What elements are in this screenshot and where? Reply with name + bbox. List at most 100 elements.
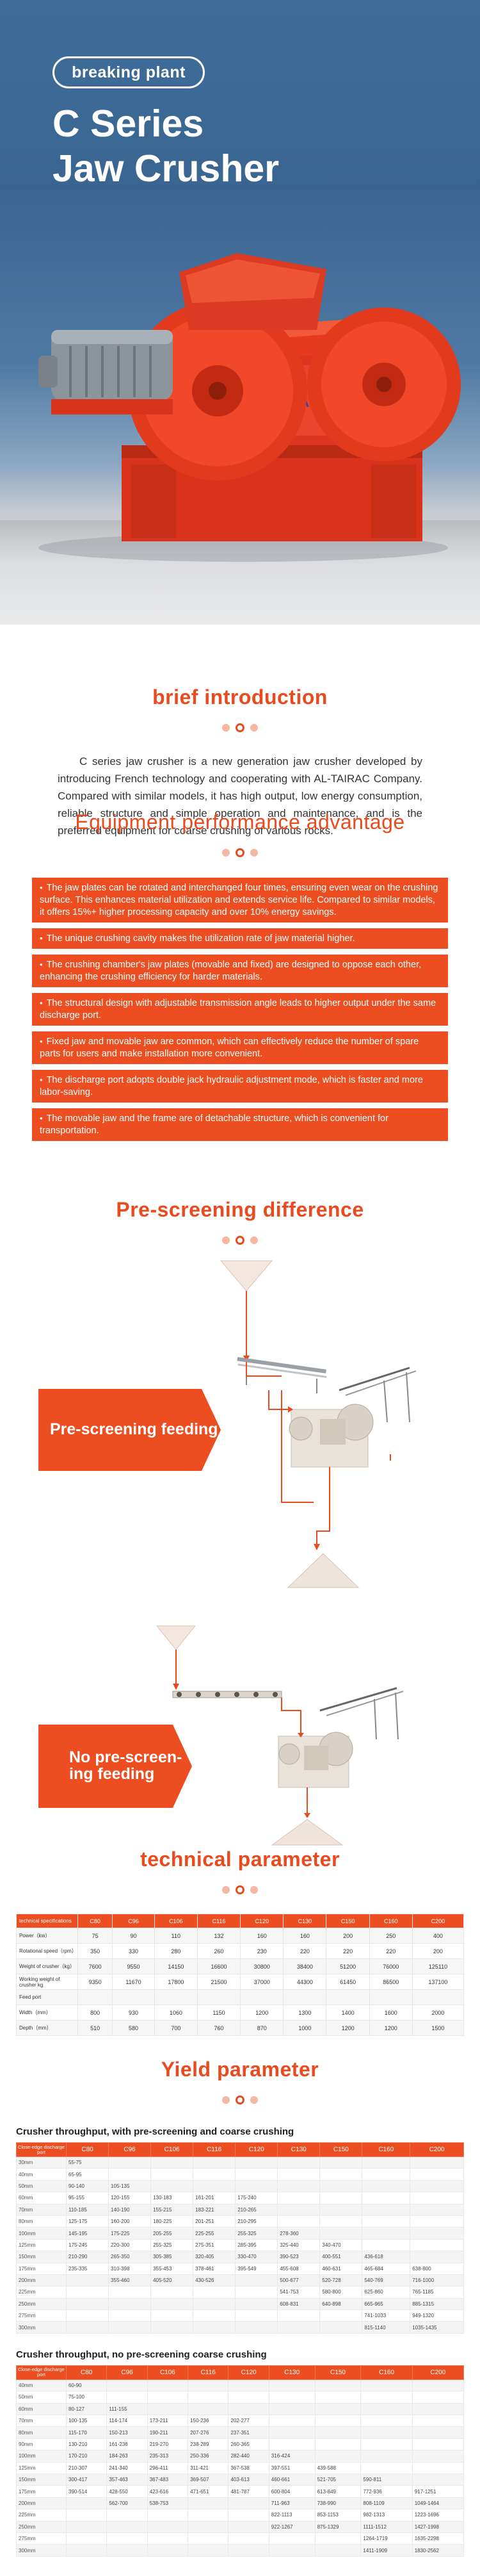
table-cell <box>193 2168 236 2181</box>
row-header-cell: Power（kw） <box>16 1928 78 1944</box>
table-cell: 1830-2562 <box>412 2544 465 2557</box>
table-cell <box>412 2379 465 2392</box>
row-header-cell: 275mm <box>16 2532 67 2545</box>
table-cell <box>362 2238 411 2252</box>
table-cell <box>362 2179 411 2193</box>
row-header-cell: 40mm <box>16 2379 67 2392</box>
table-cell <box>412 2402 465 2416</box>
table-cell: 275-351 <box>193 2238 236 2252</box>
table-cell: 330 <box>112 1943 155 1959</box>
table-cell: 875-1329 <box>314 2520 362 2533</box>
table-cell <box>360 2415 413 2427</box>
table-cell: 562-700 <box>106 2497 148 2510</box>
table-cell: 86500 <box>369 1974 413 1990</box>
table-cell <box>410 2179 464 2193</box>
table-cell <box>188 2402 229 2416</box>
advantage-item: •The movable jaw and the frame are of de… <box>32 1108 448 1141</box>
header-cell-model: C160 <box>369 1914 413 1928</box>
table-cell: 175-240 <box>235 2192 278 2204</box>
table-cell <box>112 1989 155 2005</box>
table-cell <box>235 2297 278 2311</box>
table-cell <box>228 2402 269 2416</box>
crusher-icon-2 <box>278 1732 353 1788</box>
table-cell <box>193 2179 236 2193</box>
bullet-icon: • <box>40 933 43 943</box>
table-cell: 369-507 <box>188 2473 229 2486</box>
advantage-item: •Fixed jaw and movable jaw are common, w… <box>32 1031 448 1064</box>
table-cell <box>360 2426 413 2439</box>
table-cell <box>147 2509 189 2522</box>
stockpile-icon-2 <box>271 1819 344 1846</box>
header-cell-model: C116 <box>196 1914 241 1928</box>
title-divider-dots <box>0 2096 480 2104</box>
table-cell: 310-398 <box>108 2262 152 2275</box>
hero-title-line1: C Series <box>52 103 204 145</box>
table-cell: 260-365 <box>228 2438 269 2451</box>
table-cell <box>240 1989 284 2005</box>
table-cell: 9350 <box>77 1974 113 1990</box>
table-cell <box>65 2286 109 2299</box>
pre-screening-flow-diagram <box>38 1260 417 1846</box>
row-header-cell: 100mm <box>16 2450 67 2463</box>
table-cell <box>412 2473 465 2486</box>
table-cell: 280 <box>154 1943 198 1959</box>
performance-advantage-section: Equipment performance advantage •The jaw… <box>0 801 480 1198</box>
table-cell <box>65 2544 108 2557</box>
row-header-cell: 175mm <box>16 2262 67 2275</box>
table-cell: 17800 <box>154 1974 198 1990</box>
table-cell: 367-538 <box>228 2461 269 2474</box>
table-cell <box>268 2415 316 2427</box>
table-cell: 145-195 <box>65 2227 109 2240</box>
header-cell-model: C130 <box>283 1914 327 1928</box>
table-cell <box>147 2520 189 2533</box>
header-cell-model: C120 <box>240 1914 284 1928</box>
table-cell: 90 <box>112 1928 155 1944</box>
table-cell <box>360 2379 413 2392</box>
table-cell <box>319 2168 363 2181</box>
hero-badge: breaking plant <box>52 56 205 88</box>
table-cell: 1049-1464 <box>412 2497 465 2510</box>
table-cell <box>277 2309 321 2322</box>
tech-title: technical parameter <box>140 1848 340 1871</box>
table-cell: 580 <box>112 2020 155 2036</box>
table-cell: 741-1033 <box>362 2309 411 2322</box>
feed-hopper-icon <box>220 1260 273 1292</box>
table-cell <box>412 2461 465 2474</box>
conveyor-icon-1 <box>339 1366 417 1423</box>
table-cell <box>150 2179 194 2193</box>
table-cell <box>319 2321 363 2334</box>
table-cell <box>106 2391 148 2404</box>
table-cell: 1200 <box>369 2020 413 2036</box>
row-header-cell: 80mm <box>16 2426 67 2439</box>
table-cell: 538-753 <box>147 2497 189 2510</box>
table-cell: 520-728 <box>319 2274 363 2287</box>
table-cell: 210-295 <box>235 2215 278 2228</box>
row-header-cell: 200mm <box>16 2497 67 2510</box>
table-cell: 238-289 <box>188 2438 229 2451</box>
header-cell-model: C150 <box>326 1914 370 1928</box>
table-cell: 1427-1998 <box>412 2520 465 2533</box>
table-cell: 278-360 <box>277 2227 321 2240</box>
table-cell: 220-300 <box>108 2238 152 2252</box>
header-cell-model: C200 <box>412 1914 465 1928</box>
title-divider-dots <box>58 723 422 732</box>
table-cell <box>360 2438 413 2451</box>
table-cell: 1411-1909 <box>360 2544 413 2557</box>
row-header-cell: Rotational speed（rpm） <box>16 1943 78 1959</box>
table-cell: 1111-1512 <box>360 2520 413 2533</box>
table-cell <box>362 2168 411 2181</box>
table-cell: 305-385 <box>150 2251 194 2263</box>
bullet-icon: • <box>40 1113 43 1123</box>
table-cell: 175-245 <box>65 2238 109 2252</box>
table-cell <box>319 2156 363 2169</box>
table-cell <box>150 2309 194 2322</box>
